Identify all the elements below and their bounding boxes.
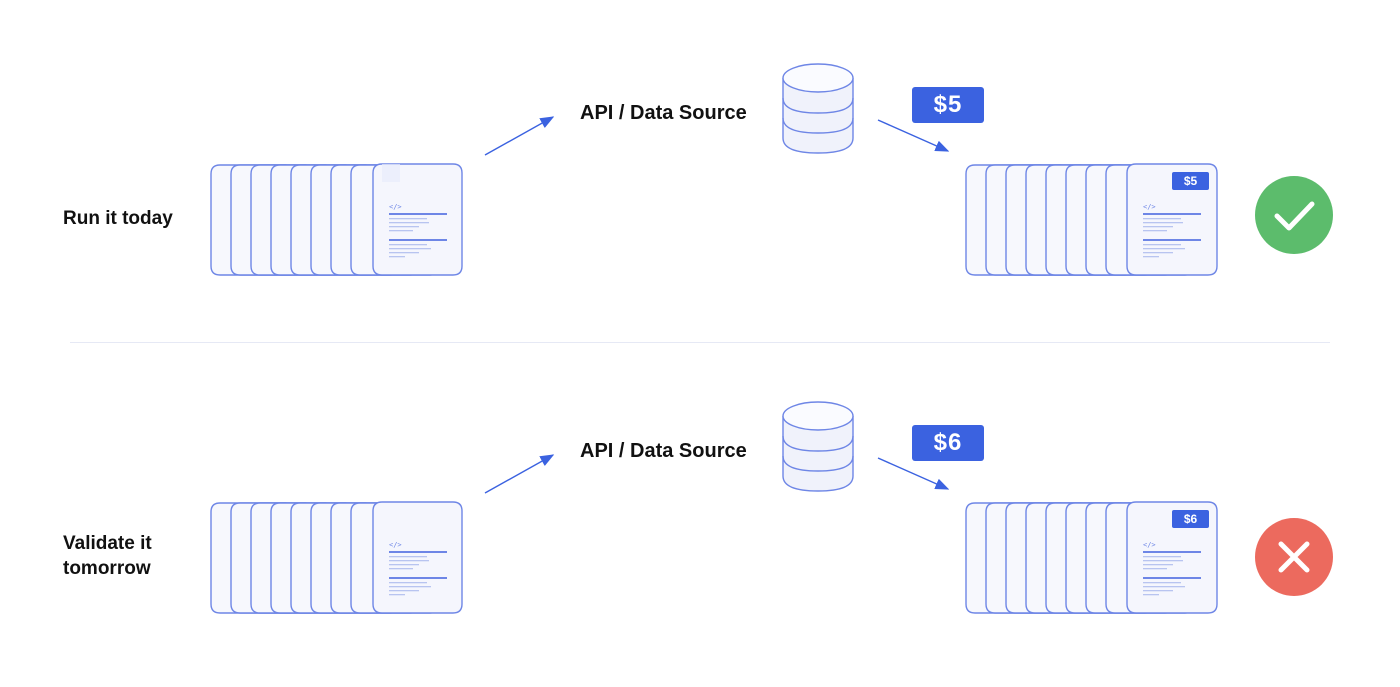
row-label-line: Run it today: [63, 208, 173, 229]
x-icon: [1278, 541, 1310, 573]
row-diagram: </>: [210, 401, 1218, 614]
row-label-line: Validate it: [63, 533, 152, 554]
svg-text:</>: </>: [1143, 541, 1156, 549]
row-divider: [70, 342, 1330, 343]
front-document: </>: [1126, 163, 1218, 276]
left-document-stack: </>: [210, 501, 463, 614]
right-document-stack: </>: [965, 163, 1218, 276]
svg-text:</>: </>: [389, 541, 402, 549]
right-document-stack: </>: [965, 501, 1218, 614]
arrow-to-api: [484, 116, 555, 156]
front-document: </>: [1126, 501, 1218, 614]
left-document-stack: </>: [210, 163, 463, 276]
status-success-badge: [1255, 176, 1333, 254]
document-price-badge: $5: [1172, 172, 1209, 190]
status-failure-badge: [1255, 518, 1333, 596]
price-tag: $5: [912, 87, 984, 123]
row-label-line: tomorrow: [63, 558, 151, 579]
row-label: Validate it tomorrow: [63, 531, 152, 581]
workflow-row-run-today: Run it today </>: [0, 0, 1400, 330]
api-data-source-label: API / Data Source: [580, 440, 747, 462]
document-price-badge: $6: [1172, 510, 1209, 528]
database-icon: [782, 63, 854, 154]
row-label: Run it today: [63, 206, 173, 231]
row-diagram: </>: [210, 63, 1218, 276]
svg-text:</>: </>: [1143, 203, 1156, 211]
price-tag: $6: [912, 425, 984, 461]
arrow-to-api: [484, 454, 555, 494]
svg-text:</>: </>: [389, 203, 402, 211]
front-document: </>: [372, 163, 463, 276]
api-data-source-label: API / Data Source: [580, 102, 747, 124]
check-icon: [1274, 201, 1315, 231]
arrow-to-output: [877, 457, 950, 490]
front-document: </>: [372, 501, 463, 614]
database-icon: [782, 401, 854, 492]
arrow-to-output: [877, 119, 950, 152]
workflow-row-validate-tomorrow: Validate it tomorrow </>: [0, 338, 1400, 668]
